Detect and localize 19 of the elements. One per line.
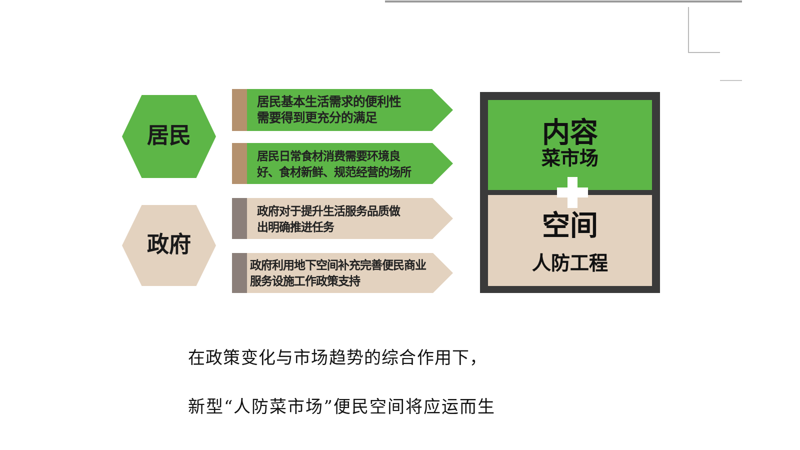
banner-text: 居民基本生活需求的便利性需要得到更充分的满足 bbox=[257, 94, 402, 126]
arrow-banner bbox=[232, 198, 453, 239]
panel-text: 人防工程 bbox=[532, 254, 608, 274]
arrow-banner bbox=[232, 89, 453, 131]
panel-heading: 空间 bbox=[542, 212, 598, 240]
panel-text: 菜市场 bbox=[542, 150, 598, 168]
hexagon-label: 居民 bbox=[147, 126, 191, 148]
arrow-banner bbox=[232, 253, 453, 293]
hexagon-label: 政府 bbox=[147, 234, 191, 256]
panel bbox=[488, 100, 652, 190]
banner-text: 政府利用地下空间补充完善便民商业服务设施工作政策支持 bbox=[250, 257, 427, 289]
panel bbox=[488, 195, 652, 286]
note-text: 在政策变化与市场趋势的综合作用下， bbox=[188, 350, 488, 368]
banner-text: 居民日常食材消费需要环境良好、食材新鲜、规范经营的场所 bbox=[257, 148, 412, 180]
arrow-banner bbox=[232, 143, 453, 184]
panel-heading: 内容 bbox=[542, 119, 598, 147]
frame-box bbox=[480, 92, 660, 293]
note-text: 新型“人防菜市场”便民空间将应运而生 bbox=[188, 400, 496, 416]
banner-text: 政府对于提升生活服务品质做出明确推进任务 bbox=[257, 202, 402, 234]
